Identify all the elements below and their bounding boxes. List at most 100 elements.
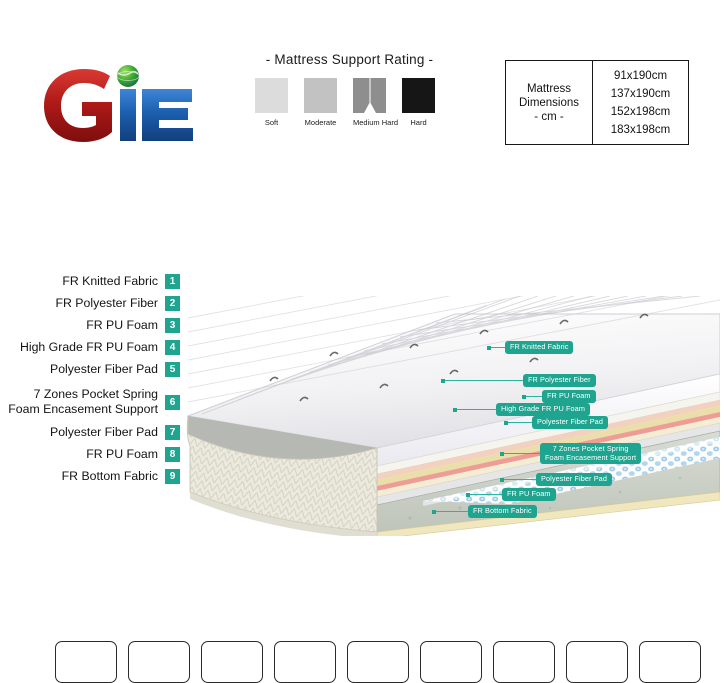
legend-item-5: Polyester Fiber Pad 5 — [0, 360, 180, 379]
legend-item-7: Polyester Fiber Pad 7 — [0, 423, 180, 442]
callout-leader-line — [491, 346, 505, 349]
legend-item-8: FR PU Foam 8 — [0, 445, 180, 464]
callout-label: 7 Zones Pocket Spring Foam Encasement Su… — [540, 443, 642, 464]
logo-letter-e — [142, 89, 193, 141]
callout-dot-icon — [500, 451, 504, 456]
feature-icon-box[interactable] — [128, 641, 190, 683]
mattress-side-bottom-trim — [190, 492, 377, 536]
logo-globe-icon — [117, 65, 139, 87]
dimensions-heading: Mattress Dimensions - cm - — [506, 61, 593, 144]
dimension-row: 152x198cm — [610, 105, 671, 118]
gie-logo-icon — [44, 65, 193, 142]
callout-label: FR Bottom Fabric — [468, 505, 537, 518]
callout-dot-icon — [441, 378, 445, 383]
layer-fr-bottom-fabric — [376, 491, 720, 536]
legend-number-badge: 6 — [165, 394, 180, 410]
spring-top-highlight — [423, 437, 720, 506]
dimensions-heading-line1: Mattress — [526, 82, 572, 95]
callout-leader-line — [504, 478, 536, 481]
legend-number-badge: 4 — [165, 340, 180, 355]
legend-number-badge: 7 — [165, 425, 180, 440]
callout-leader-line — [445, 379, 523, 382]
callout-label: FR PU Foam — [502, 488, 556, 501]
legend-label: Polyester Fiber Pad — [50, 362, 158, 376]
callout-high-grade-fr-pu-foam: High Grade FR PU Foam — [453, 403, 591, 416]
callout-label: FR Polyester Fiber — [523, 374, 596, 387]
dimension-row: 183x198cm — [610, 123, 671, 136]
legend-item-1: FR Knitted Fabric 1 — [0, 272, 180, 291]
legend-item-3: FR PU Foam 3 — [0, 316, 180, 335]
callout-leader-line — [526, 395, 542, 398]
callout-dot-icon — [432, 509, 436, 514]
legend-item-6: 7 Zones Pocket Spring Foam Encasement Su… — [0, 385, 180, 419]
dimension-row: 137x190cm — [610, 87, 671, 100]
callout-pocket-spring-support: 7 Zones Pocket Spring Foam Encasement Su… — [500, 443, 642, 464]
callout-leader-line — [504, 452, 540, 455]
rating-swatch-row: Soft Moderate Medium Hard Hard — [252, 78, 447, 127]
product-spec-sheet: - Mattress Support Rating - Soft Moderat… — [0, 52, 720, 683]
callout-label: Polyester Fiber Pad — [532, 416, 608, 429]
callout-dot-icon — [466, 492, 470, 497]
callout-label: FR PU Foam — [542, 390, 596, 403]
legend-number-badge: 9 — [165, 469, 180, 484]
swatch-moderate-label: Moderate — [304, 118, 337, 127]
callout-polyester-fiber-pad-bottom: Polyester Fiber Pad — [500, 473, 612, 486]
quilt-cross-pattern-icon — [187, 296, 720, 403]
brand-logo — [36, 56, 206, 146]
mattress-support-rating: - Mattress Support Rating - Soft Moderat… — [252, 52, 447, 127]
legend-number-badge: 3 — [165, 318, 180, 333]
feature-icon-box[interactable] — [639, 641, 701, 683]
mattress-dimensions-table: Mattress Dimensions - cm - 91x190cm 137x… — [505, 60, 689, 145]
callout-dot-icon — [504, 420, 508, 425]
mattress-diagram-icon — [186, 296, 720, 536]
legend-label: FR Polyester Fiber — [55, 296, 158, 310]
logo-letter-i — [120, 89, 136, 141]
rating-title: - Mattress Support Rating - — [265, 52, 434, 67]
swatch-notch-icon — [363, 102, 376, 113]
legend-label: FR Knitted Fabric — [62, 274, 158, 288]
swatch-medium-hard-label: Medium Hard — [353, 118, 399, 127]
swatch-hard-chip — [402, 78, 435, 113]
legend-label: 7 Zones Pocket Spring Foam Encasement Su… — [8, 387, 158, 416]
feature-icon-box[interactable] — [201, 641, 263, 683]
legend-label: FR Bottom Fabric — [61, 469, 158, 483]
legend-number-badge: 5 — [165, 362, 180, 377]
legend-item-2: FR Polyester Fiber 2 — [0, 294, 180, 313]
callout-dot-icon — [522, 394, 526, 399]
callout-fr-bottom-fabric: FR Bottom Fabric — [432, 505, 537, 518]
feature-icon-box[interactable] — [347, 641, 409, 683]
callout-leader-line — [508, 421, 532, 424]
feature-icon-box[interactable] — [493, 641, 555, 683]
swatch-soft-label: Soft — [264, 118, 279, 127]
rating-swatch-medium-hard: Medium Hard — [353, 78, 399, 127]
logo-globe-meridian-icon — [117, 71, 139, 76]
dimensions-heading-line2: Dimensions — [518, 96, 580, 109]
swatch-seam-icon — [369, 78, 370, 104]
swatch-moderate-chip — [304, 78, 337, 113]
feature-icon-box[interactable] — [420, 641, 482, 683]
feature-icon-box[interactable] — [566, 641, 628, 683]
dimension-row: 91x190cm — [613, 69, 668, 82]
swatch-hard-label: Hard — [410, 118, 427, 127]
rating-swatch-soft: Soft — [255, 78, 288, 127]
callout-dot-icon — [453, 407, 457, 412]
legend-item-4: High Grade FR PU Foam 4 — [0, 338, 180, 357]
callout-label: Polyester Fiber Pad — [536, 473, 612, 486]
layer-legend-list: FR Knitted Fabric 1 FR Polyester Fiber 2… — [0, 272, 180, 489]
callout-dot-icon — [487, 345, 491, 350]
callout-leader-line — [470, 493, 502, 496]
dimensions-heading-line3: - cm - — [534, 110, 564, 123]
callout-label: FR Knitted Fabric — [505, 341, 574, 354]
legend-number-badge: 1 — [165, 274, 180, 289]
callout-leader-line — [436, 510, 468, 513]
legend-label: High Grade FR PU Foam — [19, 340, 158, 354]
callout-dot-icon — [500, 477, 504, 482]
swatch-soft-chip — [255, 78, 288, 113]
feature-icon-box[interactable] — [274, 641, 336, 683]
feature-icon-box[interactable] — [55, 641, 117, 683]
legend-item-9: FR Bottom Fabric 9 — [0, 467, 180, 486]
dimensions-values: 91x190cm 137x190cm 152x198cm 183x198cm — [593, 61, 688, 144]
legend-number-badge: 2 — [165, 296, 180, 311]
rating-swatch-moderate: Moderate — [304, 78, 337, 127]
legend-label: FR PU Foam — [86, 447, 158, 461]
